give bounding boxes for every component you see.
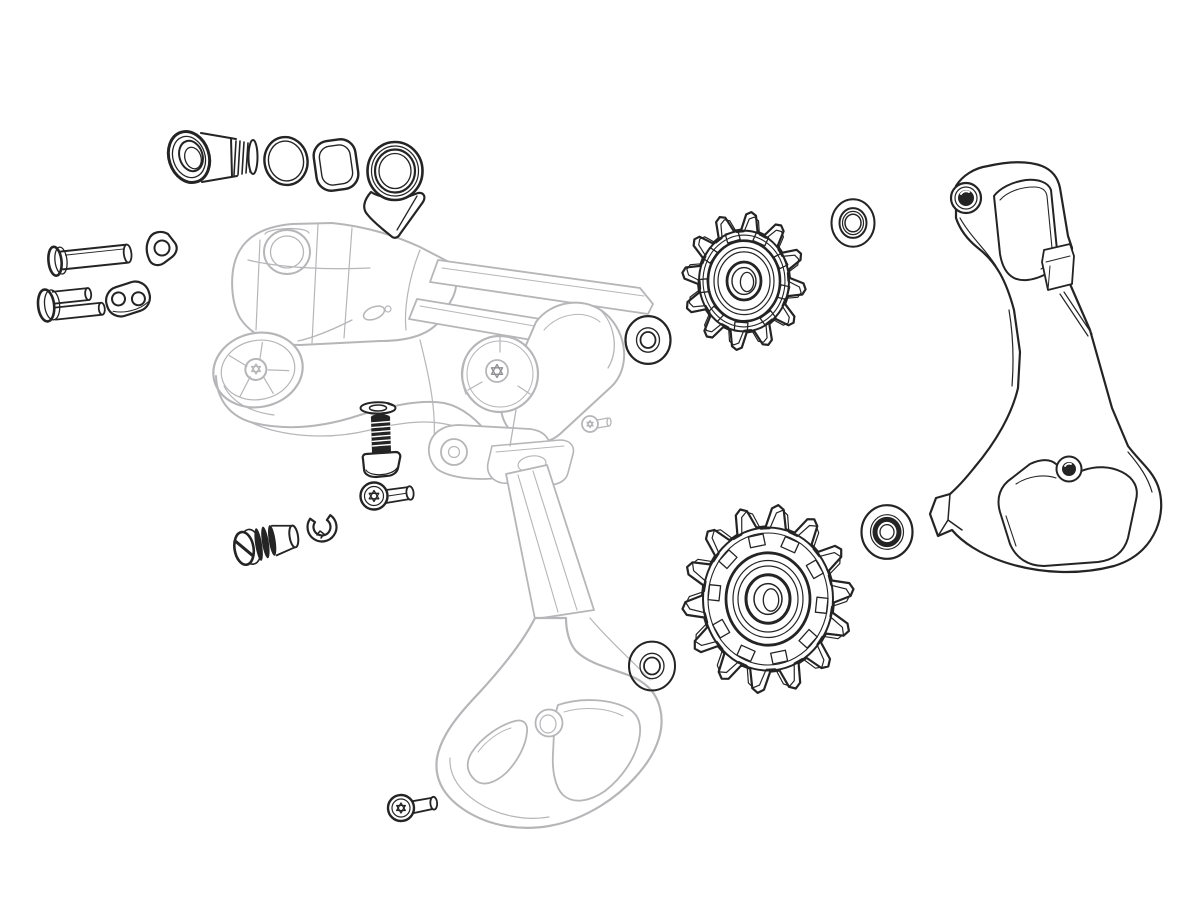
lower-pulley-inner-washer (628, 640, 676, 692)
upper-pulley-inner-washer (624, 315, 672, 366)
outer-cage-strut (505, 464, 595, 620)
upper-pulley (681, 211, 807, 351)
mounting-screw-pair (36, 287, 106, 323)
double-hole-plate (104, 280, 152, 318)
tension-screw (361, 414, 402, 479)
o-ring (263, 135, 309, 187)
lower-pulley (681, 504, 855, 694)
pivot-bolt (359, 481, 415, 511)
limit-plate (145, 230, 178, 267)
inner-cage-plate (928, 161, 1163, 574)
square-seal-ring (312, 138, 360, 192)
cage-lock-bolt (386, 793, 439, 823)
lower-pulley-outer-washer (860, 504, 914, 560)
torx-recesses (251, 363, 594, 814)
derailleur-body (212, 222, 663, 829)
b-bolt (166, 130, 259, 184)
spring-housing (500, 301, 625, 444)
hanger-hook (363, 140, 426, 239)
mounting-screw (47, 243, 133, 277)
clutch-plug (233, 524, 300, 567)
flat-washer (359, 401, 397, 415)
e-clip (306, 514, 338, 543)
link-arm-outer (429, 259, 654, 315)
upper-pulley-outer-washer (830, 198, 876, 248)
